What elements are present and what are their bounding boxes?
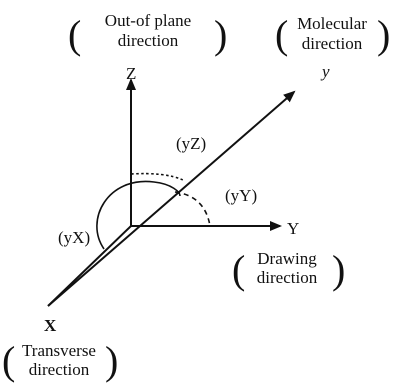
y-axis-label: Y	[287, 219, 299, 238]
svg-text:direction: direction	[302, 34, 363, 53]
molecular-axis-label: y	[320, 62, 330, 81]
svg-text:): )	[332, 247, 345, 292]
out-of-plane-direction-label: ( Out-of plane direction )	[68, 11, 227, 57]
svg-text:(: (	[2, 338, 15, 383]
yy-angle-label: (yY)	[225, 186, 257, 205]
x-axis-label: X	[44, 316, 57, 335]
yz-angle-arc	[130, 172, 184, 181]
svg-text:Out-of plane: Out-of plane	[105, 11, 191, 30]
svg-text:Drawing: Drawing	[257, 249, 317, 268]
svg-text:direction: direction	[29, 360, 90, 379]
svg-text:Transverse: Transverse	[22, 341, 96, 360]
yz-angle-label: (yZ)	[176, 134, 206, 153]
svg-text:): )	[214, 12, 227, 57]
svg-text:): )	[377, 12, 390, 57]
yy-angle-arc	[174, 191, 211, 227]
transverse-direction-label: ( Transverse direction )	[2, 338, 118, 383]
svg-text:(: (	[68, 12, 81, 57]
svg-text:(: (	[232, 247, 245, 292]
svg-text:Molecular: Molecular	[297, 14, 367, 33]
yx-angle-arc	[96, 180, 181, 250]
molecular-axis	[47, 90, 296, 307]
yx-angle-label: (yX)	[58, 228, 90, 247]
drawing-direction-label: ( Drawing direction )	[232, 247, 345, 292]
svg-text:direction: direction	[118, 31, 179, 50]
molecular-direction-label: ( Molecular direction )	[275, 12, 390, 57]
svg-text:(: (	[275, 12, 288, 57]
svg-text:): )	[105, 338, 118, 383]
z-axis-label: Z	[126, 64, 136, 83]
svg-text:direction: direction	[257, 268, 318, 287]
